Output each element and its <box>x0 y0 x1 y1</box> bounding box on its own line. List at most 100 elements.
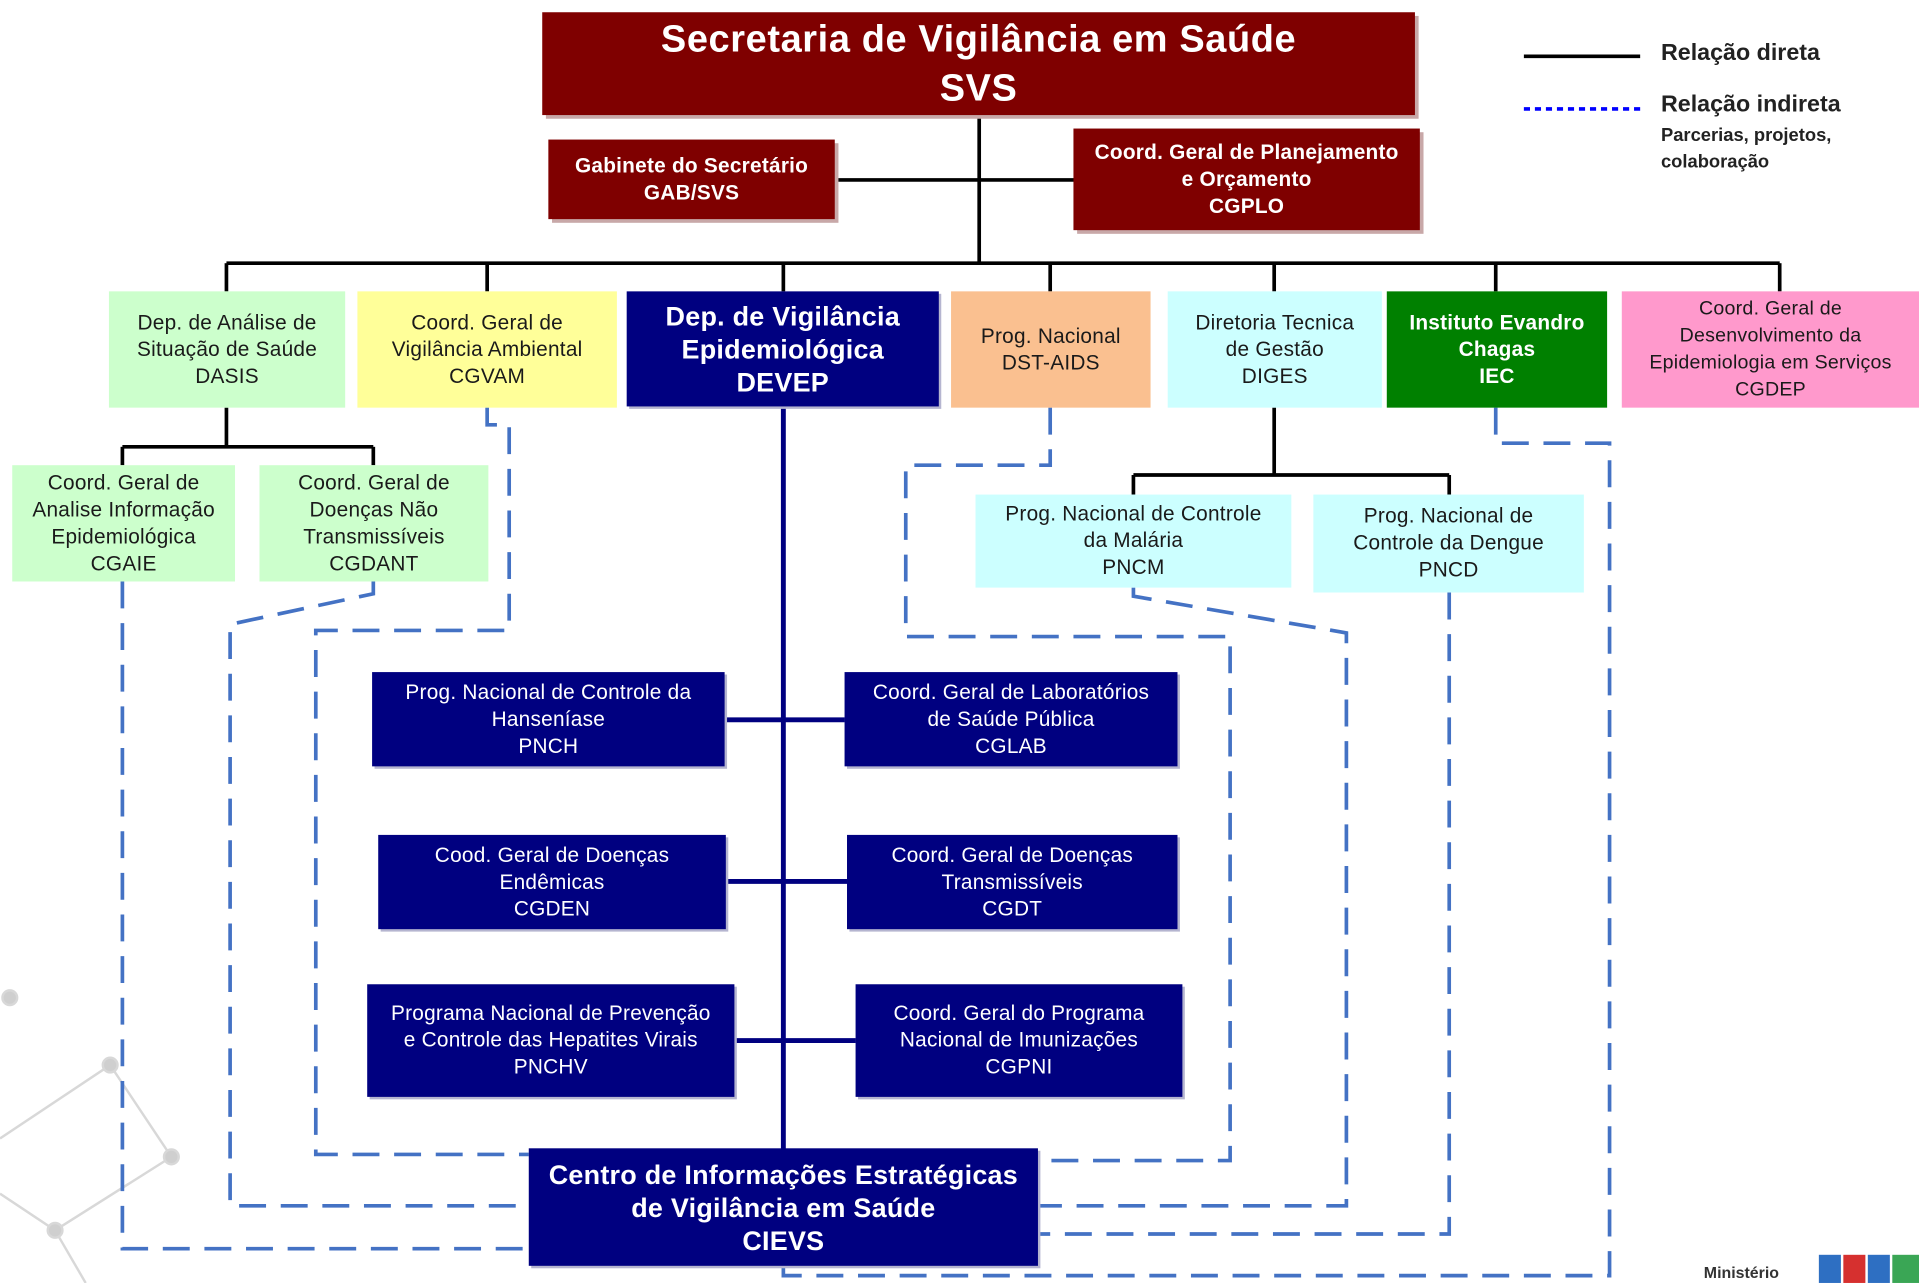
devep-line1: Dep. de Vigilância <box>665 300 900 332</box>
pnch-box: Prog. Nacional de Controle da Hanseníase… <box>372 672 725 767</box>
cgdant-line4: CGDANT <box>329 551 419 575</box>
cgplo-line2: e Orçamento <box>1181 167 1312 191</box>
gab-acronym: GAB/SVS <box>643 180 740 204</box>
cgden-line2: Endêmicas <box>499 869 605 894</box>
cgdt-line1: Coord. Geral de Doenças <box>891 842 1134 867</box>
cglab-box: Coord. Geral de Laboratórios de Saúde Pú… <box>844 672 1178 767</box>
cgpni-line3: CGPNI <box>985 1055 1053 1079</box>
diges-line2: de Gestão <box>1225 337 1324 361</box>
dstaids-line2: DST-AIDS <box>1001 350 1100 374</box>
cievs-line1: Centro de Informações Estratégicas <box>548 1158 1018 1190</box>
iec-line3: IEC <box>1479 364 1515 388</box>
diges-line3: DIGES <box>1241 364 1308 388</box>
indirect-relation-lines <box>120 407 1612 1278</box>
cgvam-line3: CGVAM <box>449 364 526 388</box>
pnch-line2: Hanseníase <box>491 706 606 731</box>
cgplo-line3: CGPLO <box>1209 194 1285 218</box>
diges-box: Diretoria Tecnica de Gestão DIGES <box>1167 291 1382 408</box>
iec-line1: Instituto Evandro <box>1409 310 1585 334</box>
svs-box: Secretaria de Vigilância em Saúde SVS <box>542 12 1415 116</box>
iec-line2: Chagas <box>1458 337 1536 361</box>
pncm-line3: PNCM <box>1102 555 1165 580</box>
cievs-box: Centro de Informações Estratégicas de Vi… <box>528 1148 1038 1266</box>
dasis-box: Dep. de Análise de Situação de Saúde DAS… <box>108 291 346 408</box>
dasis-line1: Dep. de Análise de <box>137 310 317 334</box>
logo-block-blue-2 <box>1867 1254 1890 1283</box>
pnchv-line1: Programa Nacional de Prevenção <box>390 1001 711 1025</box>
cgdt-line2: Transmissíveis <box>941 869 1083 894</box>
cgden-box: Cood. Geral de Doenças Endêmicas CGDEN <box>378 834 726 930</box>
dstaids-box: Prog. Nacional DST-AIDS <box>951 291 1151 408</box>
cievs-line3: CIEVS <box>742 1224 825 1256</box>
cievs-line2: de Vigilância em Saúde <box>631 1191 936 1223</box>
pnch-line3: PNCH <box>518 733 579 758</box>
cgaie-box: Coord. Geral de Analise Informação Epide… <box>12 465 236 582</box>
cgaie-line3: Epidemiológica <box>51 524 196 548</box>
legend-indirect-sub-1: Parcerias, projetos, <box>1660 124 1832 146</box>
pnchv-line2: e Controle das Hepatites Virais <box>403 1028 698 1052</box>
devep-line2: Epidemiológica <box>681 333 884 365</box>
legend-direct-label: Relação direta <box>1660 40 1820 67</box>
pncm-box: Prog. Nacional de Controle da Malária PN… <box>975 494 1292 588</box>
dasis-line3: DASIS <box>195 364 259 388</box>
pncm-line1: Prog. Nacional de Controle <box>1005 501 1262 526</box>
pncm-line2: da Malária <box>1083 528 1184 553</box>
cgaie-line4: CGAIE <box>90 551 157 575</box>
logo-block-blue <box>1818 1254 1841 1283</box>
cgdep-box: Coord. Geral de Desenvolvimento da Epide… <box>1621 291 1919 408</box>
cgdant-line2: Doenças Não <box>309 497 439 521</box>
gab-box: Gabinete do Secretário GAB/SVS <box>548 139 835 220</box>
cgplo-box: Coord. Geral de Planejamento e Orçamento… <box>1073 128 1420 231</box>
pnch-line1: Prog. Nacional de Controle da <box>405 680 692 704</box>
cgdep-line1: Coord. Geral de <box>1699 298 1843 319</box>
cgplo-line1: Coord. Geral de Planejamento <box>1094 140 1399 164</box>
direct-relation-lines <box>120 115 1782 495</box>
devep-trunk-lines <box>724 406 856 1151</box>
cglab-line1: Coord. Geral de Laboratórios <box>872 680 1150 704</box>
cgdant-line3: Transmissíveis <box>303 524 445 548</box>
pnchv-box: Programa Nacional de Prevenção e Control… <box>367 984 735 1097</box>
cgpni-line2: Nacional de Imunizações <box>899 1028 1139 1052</box>
cgdep-line4: CGDEP <box>1735 378 1806 400</box>
cgdt-box: Coord. Geral de Doenças Transmissíveis C… <box>847 834 1178 930</box>
cgdant-line1: Coord. Geral de <box>298 470 450 494</box>
devep-box: Dep. de Vigilância Epidemiológica DEVEP <box>626 291 939 407</box>
logo-block-green <box>1892 1254 1919 1283</box>
legend-indirect-label: Relação indireta <box>1660 91 1841 118</box>
cglab-line2: de Saúde Pública <box>927 706 1095 731</box>
brasil-logo <box>1818 1254 1919 1283</box>
svs-acronym: SVS <box>939 66 1018 109</box>
pncd-line2: Controle da Dengue <box>1353 531 1544 555</box>
gab-title: Gabinete do Secretário <box>574 153 809 177</box>
cgaie-line2: Analise Informação <box>32 497 215 521</box>
cgden-line3: CGDEN <box>513 896 591 920</box>
cgpni-box: Coord. Geral do Programa Nacional de Imu… <box>855 984 1183 1097</box>
legend-indirect-sub-2: colaboração <box>1660 151 1770 173</box>
cgdep-line3: Epidemiologia em Serviços <box>1649 351 1892 373</box>
diges-line1: Diretoria Tecnica <box>1195 310 1355 334</box>
devep-line3: DEVEP <box>736 366 830 398</box>
iec-box: Instituto Evandro Chagas IEC <box>1386 291 1608 408</box>
pnchv-line3: PNCHV <box>513 1055 588 1079</box>
cgvam-line1: Coord. Geral de <box>411 310 564 334</box>
ministerio-label: Ministério <box>1703 1263 1779 1282</box>
cgaie-line1: Coord. Geral de <box>47 470 200 494</box>
dasis-line2: Situação de Saúde <box>137 337 318 361</box>
cgdep-line2: Desenvolvimento da <box>1679 325 1862 346</box>
cgvam-box: Coord. Geral de Vigilância Ambiental CGV… <box>357 291 617 408</box>
pncd-line3: PNCD <box>1418 558 1479 582</box>
pncd-box: Prog. Nacional de Controle da Dengue PNC… <box>1313 494 1584 593</box>
decorative-network-icon <box>0 989 180 1283</box>
cgdant-box: Coord. Geral de Doenças Não Transmissíve… <box>259 465 489 582</box>
cgden-line1: Cood. Geral de Doenças <box>434 842 670 867</box>
cglab-line3: CGLAB <box>975 733 1047 758</box>
svs-title: Secretaria de Vigilância em Saúde <box>660 17 1297 60</box>
cgpni-line1: Coord. Geral do Programa <box>893 1001 1145 1025</box>
cgvam-line2: Vigilância Ambiental <box>391 337 583 361</box>
logo-block-red <box>1843 1254 1866 1283</box>
dstaids-line1: Prog. Nacional <box>980 323 1121 348</box>
pncd-line1: Prog. Nacional de <box>1363 504 1534 528</box>
cgdt-line3: CGDT <box>982 896 1043 920</box>
